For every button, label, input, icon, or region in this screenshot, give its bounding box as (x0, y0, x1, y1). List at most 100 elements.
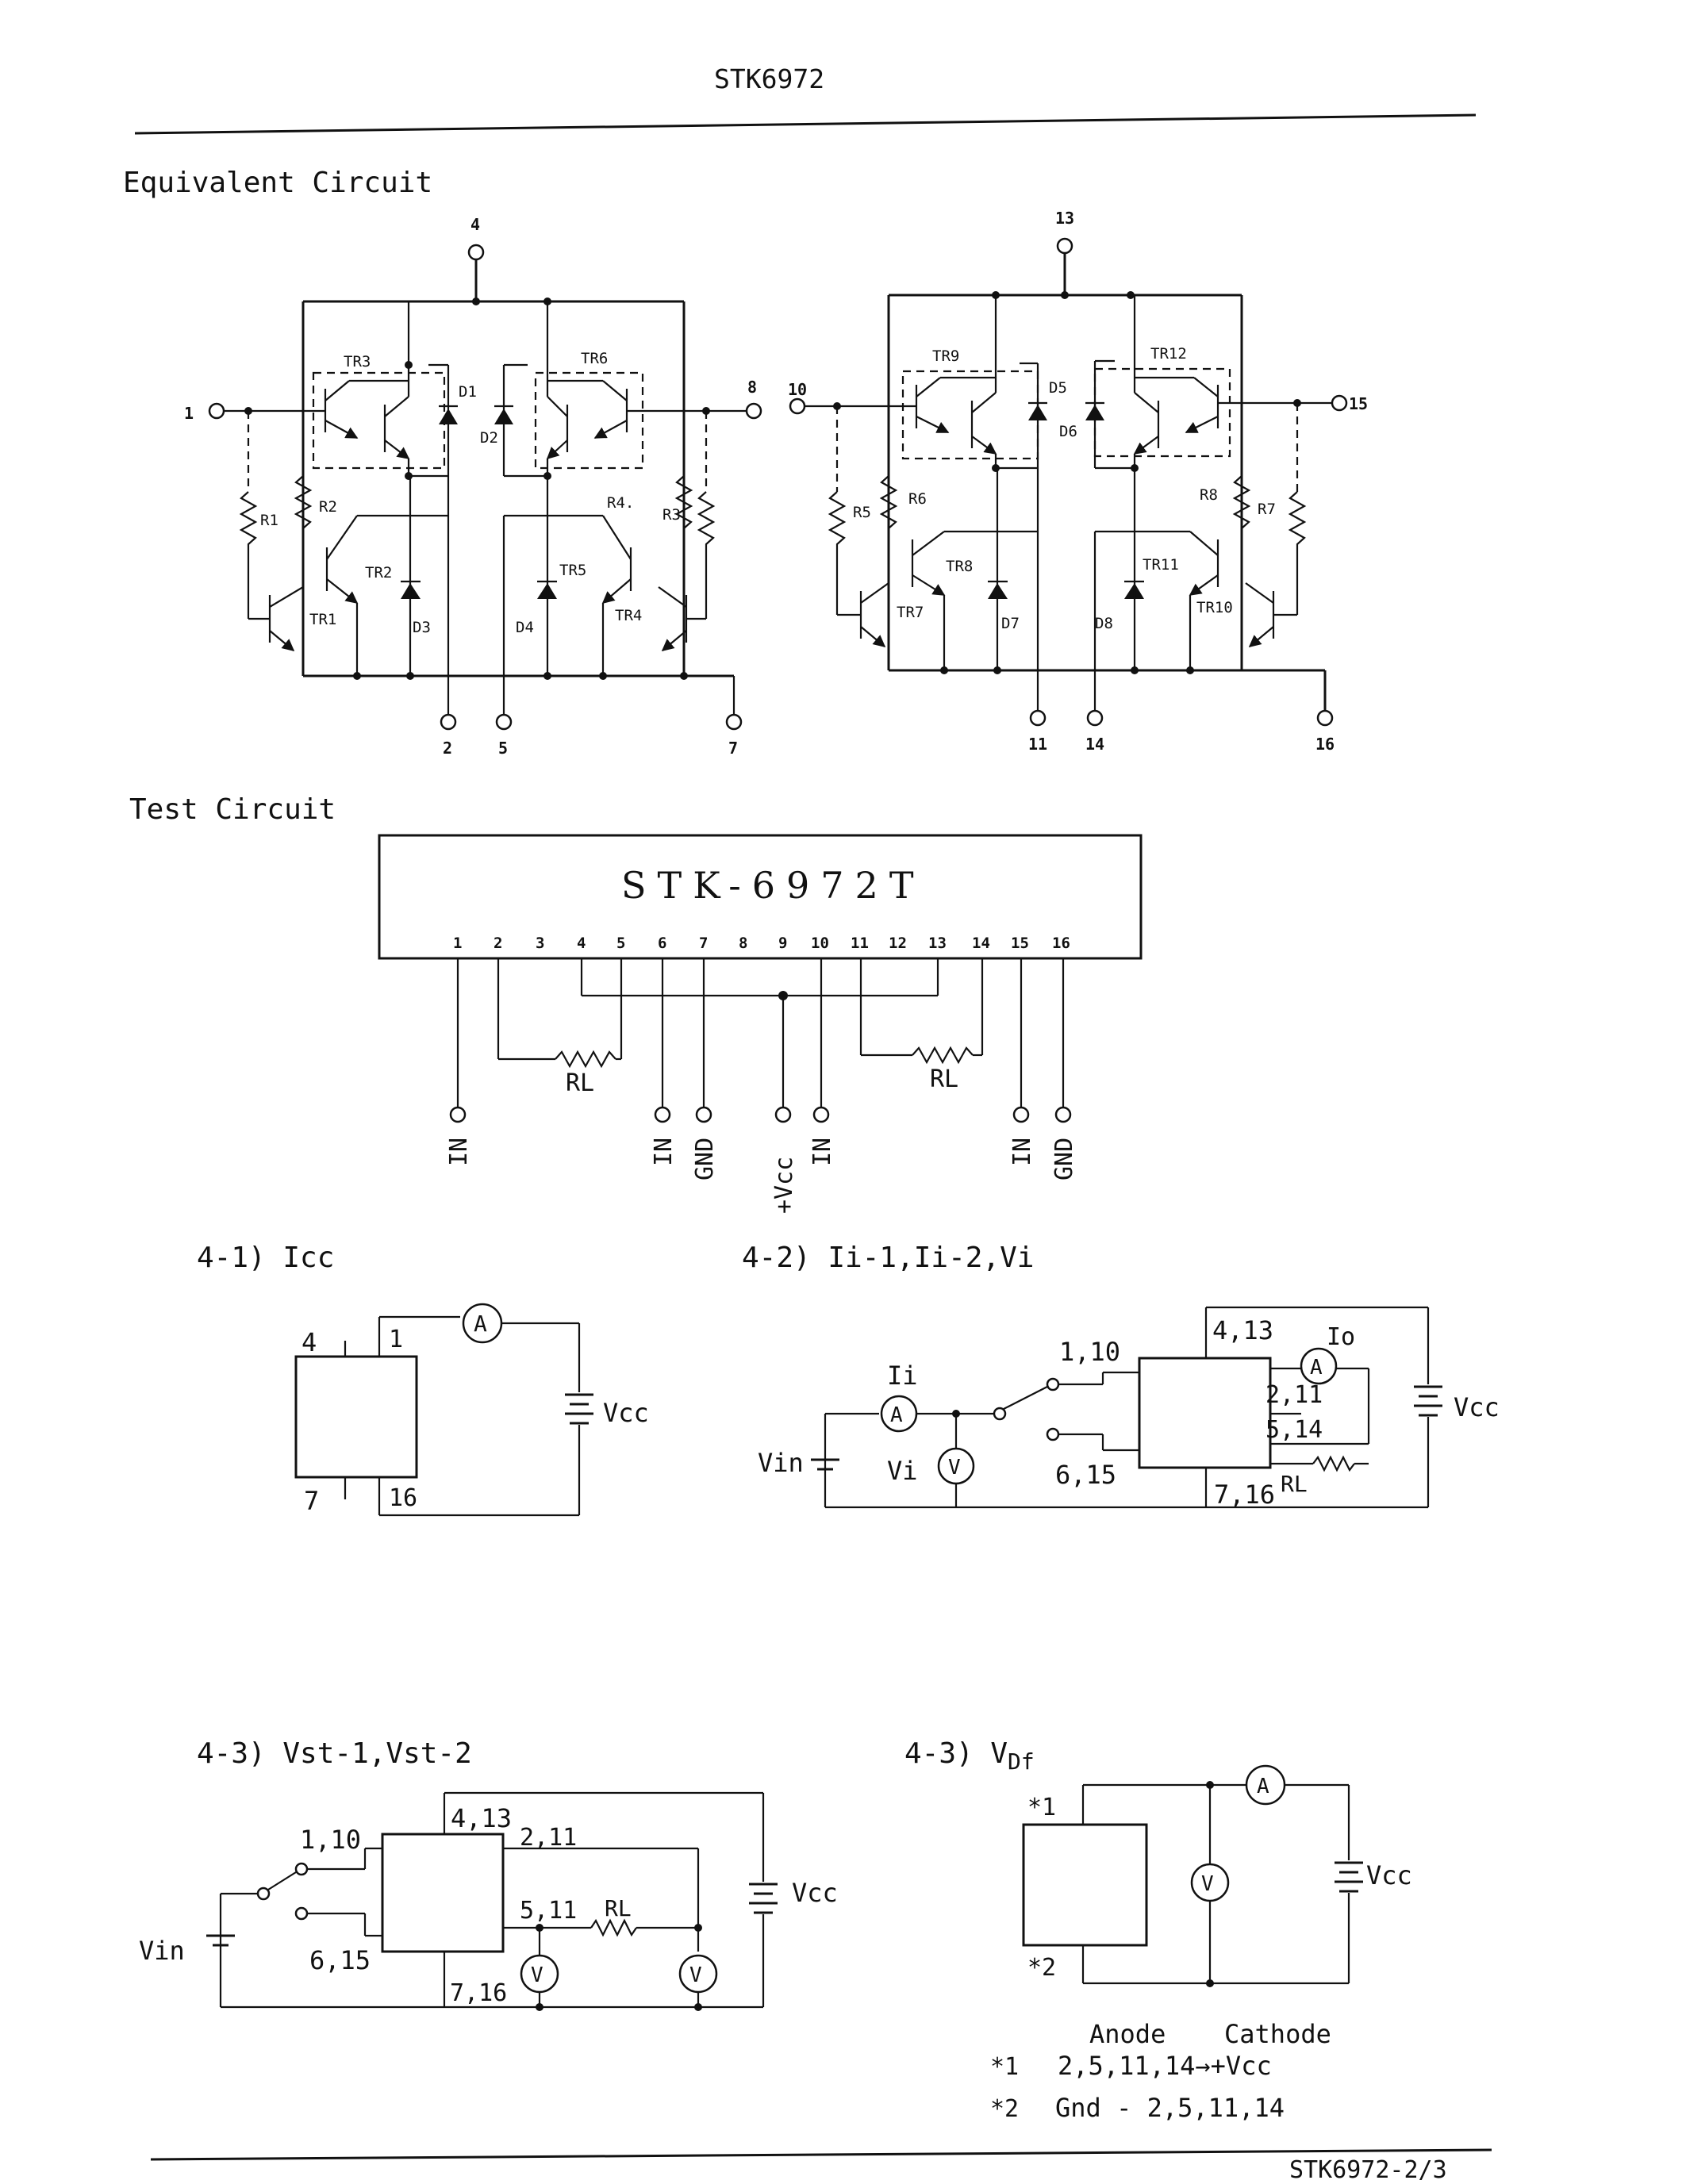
label-r2: R2 (319, 498, 337, 516)
section-4-3-vst-heading: 4-3) Vst-1,Vst-2 (197, 1737, 472, 1770)
c43b-cathode: Cathode (1224, 2019, 1331, 2049)
page-number: STK6972-2/3 (1289, 2156, 1447, 2184)
tr6-darlington-box (534, 371, 644, 470)
eq-right-pin-14: 14 (1085, 735, 1104, 754)
pin-13-terminal (1056, 237, 1073, 255)
label-tr4: TR4 (615, 607, 642, 624)
terminal-gnd-pin7: GND (691, 1138, 719, 1180)
label-tr5: TR5 (559, 562, 586, 579)
test-circuit-heading: Test Circuit (129, 793, 336, 826)
test-pin-numbers: 1 2 3 4 5 6 7 8 9 10 11 12 13 14 15 16 (453, 935, 1070, 952)
label-d5: D5 (1049, 379, 1067, 397)
vdf-prefix: 4-3) V (904, 1737, 1008, 1770)
c43a-voltmeter-2-label: V (689, 1963, 702, 1987)
terminal-gnd-pin16: GND (1050, 1138, 1078, 1180)
section-4-2-heading: 4-2) Ii-1,Ii-2,Vi (742, 1242, 1035, 1274)
test-pin-4: 4 (577, 935, 586, 952)
eq-left-pin-7: 7 (728, 739, 738, 758)
c43a-pins-4-13: 4,13 (451, 1803, 512, 1833)
c42-pins-7-16: 7,16 (1214, 1480, 1275, 1510)
c42-ii: Ii (887, 1361, 918, 1391)
vdf-subscript: Df (1008, 1748, 1035, 1775)
test-pin-7: 7 (699, 935, 708, 952)
c43a-pins-6-15: 6,15 (309, 1945, 371, 1975)
c43b-star1: *1 (1027, 1794, 1056, 1821)
c43b-voltmeter-label: V (1201, 1872, 1214, 1896)
c41-pin-16: 16 (389, 1484, 417, 1512)
test-pin-6: 6 (658, 935, 666, 952)
pin-11-terminal (1029, 709, 1047, 727)
c43b-vcc: Vcc (1366, 1860, 1412, 1890)
test-circuit (378, 834, 1143, 1123)
label-r1: R1 (260, 512, 278, 529)
c42-ammeter-label: A (890, 1403, 903, 1427)
eq-right-pin-10: 10 (788, 380, 807, 399)
label-tr1: TR1 (309, 611, 336, 628)
pin-14-terminal (1086, 709, 1104, 727)
label-r3: R3 (662, 506, 681, 524)
equivalent-circuit-right (789, 237, 1348, 727)
c42-rl: RL (1281, 1471, 1308, 1497)
eq-left-pin-1: 1 (184, 404, 194, 423)
label-tr12: TR12 (1150, 345, 1187, 363)
terminal-in-pin15: IN (1008, 1138, 1036, 1166)
c41-pin-7: 7 (304, 1486, 319, 1516)
label-r5: R5 (853, 504, 871, 521)
c42-io: Io (1327, 1323, 1355, 1351)
pin-1-terminal (208, 402, 225, 420)
test-pin-15: 15 (1011, 935, 1029, 952)
c42-pins-5-14: 5,14 (1265, 1416, 1323, 1444)
c43b-row2-mark: *2 (990, 2095, 1019, 2123)
pin-5-terminal (495, 713, 513, 731)
eq-right-pin-15: 15 (1349, 394, 1368, 413)
label-d4: D4 (516, 619, 534, 636)
c42-pins-1-10: 1,10 (1059, 1337, 1120, 1367)
label-tr10: TR10 (1196, 599, 1233, 616)
label-r4: R4. (607, 494, 634, 512)
c43b-anode: Anode (1089, 2019, 1166, 2049)
c42-pins-6-15: 6,15 (1055, 1460, 1116, 1490)
tr12-darlington-box (1093, 367, 1231, 458)
label-d8: D8 (1095, 615, 1113, 632)
eq-right-pin-16: 16 (1315, 735, 1335, 754)
label-tr2: TR2 (365, 564, 392, 582)
c42-vin: Vin (758, 1448, 804, 1478)
page-title: STK6972 (714, 63, 825, 94)
label-d7: D7 (1001, 615, 1020, 632)
pin-4-terminal (467, 244, 485, 261)
label-tr6: TR6 (581, 350, 608, 367)
label-tr7: TR7 (897, 604, 924, 621)
c43a-voltmeter-1-label: V (531, 1963, 543, 1987)
c43b-row1-text: 2,5,11,14→+Vcc (1058, 2051, 1272, 2081)
pin-16-terminal (1316, 709, 1334, 727)
c42-pins-2-11: 2,11 (1265, 1381, 1323, 1409)
test-pin-11: 11 (851, 935, 869, 952)
test-pin-14: 14 (972, 935, 990, 952)
section-4-1-heading: 4-1) Icc (197, 1242, 335, 1274)
c42-vi: Vi (887, 1456, 918, 1486)
pin-2-terminal (440, 713, 457, 731)
label-tr8: TR8 (946, 558, 973, 575)
eq-left-pin-8: 8 (747, 378, 757, 397)
circuit-4-3-vdf (1022, 1764, 1363, 1987)
terminal-in-pin6: IN (650, 1138, 678, 1166)
label-d3: D3 (413, 619, 431, 636)
c43a-vin: Vin (139, 1936, 185, 1966)
eq-right-pin-13: 13 (1055, 209, 1074, 228)
test-pin-2: 2 (494, 935, 502, 952)
label-tr9: TR9 (932, 347, 959, 365)
test-pin-10: 10 (811, 935, 829, 952)
c41-vcc: Vcc (603, 1398, 649, 1428)
equivalent-circuit-left (208, 244, 762, 731)
circuit-4-1 (294, 1303, 593, 1517)
c41-pin-4: 4 (301, 1327, 317, 1357)
test-pin-12: 12 (889, 935, 907, 952)
label-d6: D6 (1059, 423, 1077, 440)
tr9-darlington-box (901, 370, 1039, 460)
c43a-pins-1-10: 1,10 (300, 1825, 361, 1855)
ammeter-io (1300, 1347, 1338, 1385)
pin-10-terminal (789, 397, 806, 415)
label-tr11: TR11 (1143, 556, 1179, 574)
c42-vcc: Vcc (1454, 1392, 1500, 1422)
